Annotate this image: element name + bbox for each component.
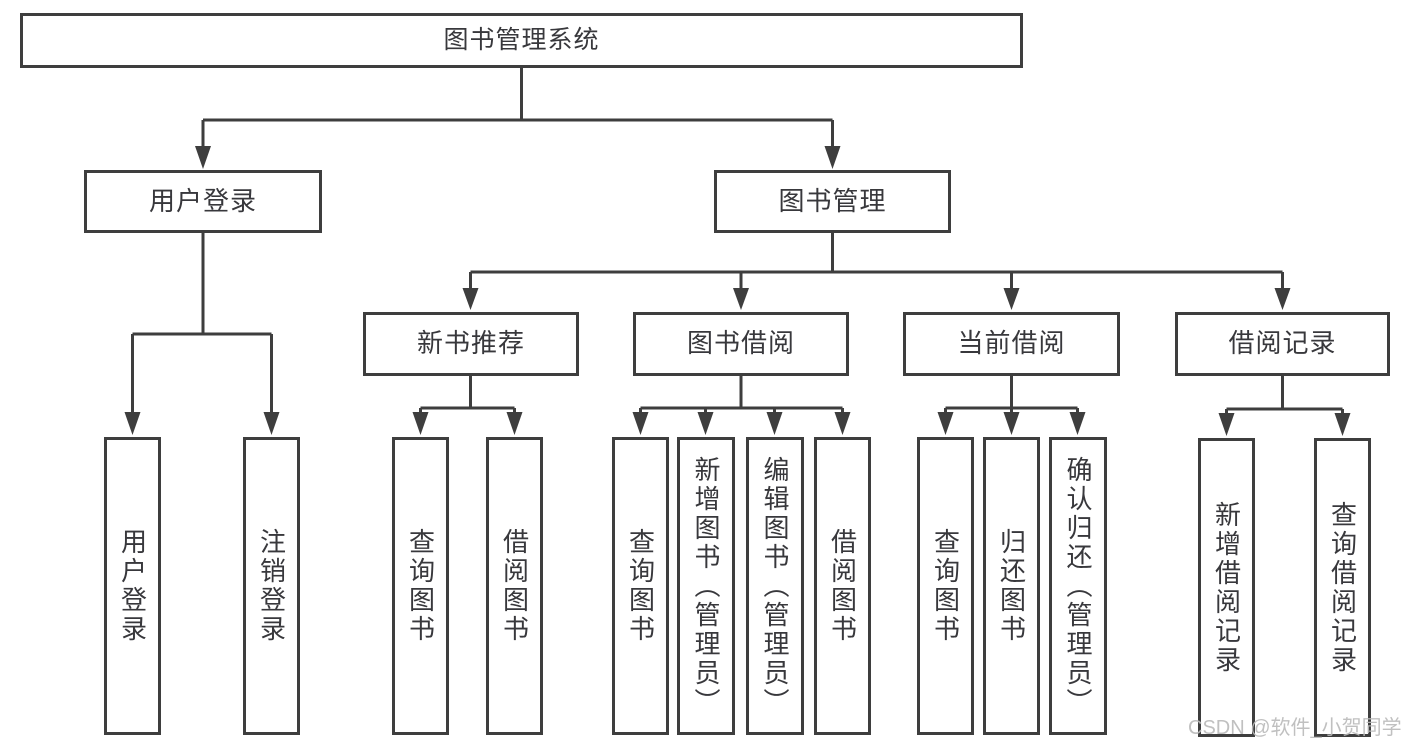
node-add-book-admin: 新增图书（管理员）	[677, 437, 735, 735]
node-current-borrowing: 当前借阅	[903, 312, 1120, 376]
node-query-books-borrowing: 查询图书	[612, 437, 669, 735]
csdn-watermark: CSDN @软件_小贺同学	[1188, 717, 1402, 739]
node-login: 用户登录	[104, 437, 161, 735]
node-new-book-recommend: 新书推荐	[363, 312, 579, 376]
node-borrow-books-recommend: 借阅图书	[486, 437, 543, 735]
node-root: 图书管理系统	[20, 13, 1023, 68]
node-borrow-books: 借阅图书	[814, 437, 871, 735]
node-book-borrowing: 图书借阅	[633, 312, 849, 376]
connector-borrowing-records	[1218, 376, 1351, 436]
node-return-books: 归还图书	[983, 437, 1040, 735]
connector-book-borrowing	[632, 376, 851, 435]
node-query-books-recommend: 查询图书	[392, 437, 449, 735]
node-query-borrow-record: 查询借阅记录	[1314, 438, 1371, 737]
node-add-borrow-record: 新增借阅记录	[1198, 438, 1255, 737]
connector-root	[195, 68, 841, 169]
node-edit-book-admin: 编辑图书（管理员）	[746, 437, 804, 735]
node-query-books-current: 查询图书	[917, 437, 974, 735]
node-user-login: 用户登录	[84, 170, 322, 233]
node-confirm-return-admin: 确认归还（管理员）	[1049, 437, 1107, 735]
connector-current-borrowing	[937, 376, 1086, 435]
connector-book-management	[462, 233, 1291, 310]
connector-user-login	[124, 233, 280, 435]
node-borrowing-records: 借阅记录	[1175, 312, 1390, 376]
node-logout: 注销登录	[243, 437, 300, 735]
connector-new-book-recommend	[412, 376, 523, 435]
node-book-management: 图书管理	[714, 170, 951, 233]
